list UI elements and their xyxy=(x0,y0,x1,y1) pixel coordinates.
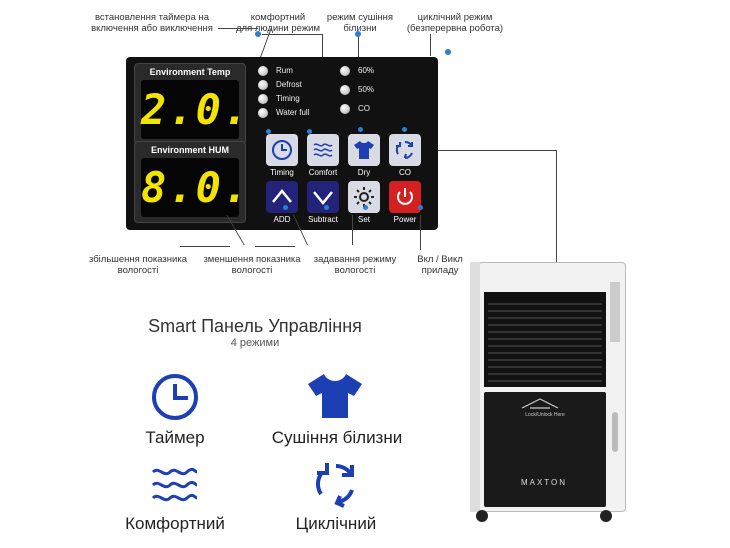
waves-mode-icon xyxy=(151,467,198,502)
add-button-label: ADD xyxy=(273,215,291,224)
headline: Smart Панель Управління xyxy=(148,316,362,336)
waves-icon xyxy=(313,143,333,157)
add-button[interactable] xyxy=(266,181,298,213)
led-defrost xyxy=(258,80,268,90)
clock-icon xyxy=(272,140,292,160)
dehumidifier-device: Lock/Unlock Here MAXTON xyxy=(470,262,630,524)
cycle-icon xyxy=(395,140,413,159)
led-label-defrost: Defrost xyxy=(276,80,302,89)
timer-mode-icon xyxy=(152,374,198,420)
set-button-label: Set xyxy=(357,215,370,224)
lock-arrow-icon xyxy=(521,398,559,409)
power-button-label: Power xyxy=(393,215,417,224)
annotation-subtract: зменшення показника вологості xyxy=(203,254,301,276)
led-label-water-full: Water full xyxy=(276,108,310,117)
up-arrow-icon xyxy=(272,189,292,203)
comfort-button-label: Comfort xyxy=(308,168,338,177)
annotation-power: Вкл / Викл приладу xyxy=(417,254,463,276)
hum-value: 8.0. xyxy=(141,158,248,217)
temp-label: Environment Temp xyxy=(149,67,231,77)
shirt-icon xyxy=(354,141,374,159)
comfort-button[interactable] xyxy=(307,134,339,166)
set-button[interactable] xyxy=(348,181,380,213)
led-co xyxy=(340,104,350,114)
annotation-dry: режим сушіння білизни xyxy=(326,12,394,34)
subheadline: 4 режими xyxy=(230,337,280,349)
down-arrow-icon xyxy=(313,191,333,205)
subtract-button[interactable] xyxy=(307,181,339,213)
led-water-full xyxy=(258,108,268,118)
gear-icon xyxy=(354,187,374,207)
led-label-60: 60% xyxy=(358,66,375,75)
control-panel: Environment Temp 2.0. Environment HUM 8.… xyxy=(126,57,438,230)
mode-cyclic-label: Циклічний xyxy=(295,514,377,533)
led-label-rum: Rum xyxy=(276,66,293,75)
brand-label: MAXTON xyxy=(520,478,568,487)
power-button[interactable] xyxy=(389,181,421,213)
annotation-cycle: циклічний режим (безперервна робота) xyxy=(406,12,504,34)
led-label-co: CO xyxy=(358,104,370,113)
led-timing xyxy=(258,94,268,104)
led-60 xyxy=(340,66,350,76)
annotation-timer: встановлення таймера на включення або ви… xyxy=(91,12,213,34)
led-rum xyxy=(258,66,268,76)
co-button[interactable] xyxy=(389,134,421,166)
dry-button-label: Dry xyxy=(357,168,371,177)
led-50 xyxy=(340,85,350,95)
annotation-set: задавання режиму вологості xyxy=(313,254,397,276)
mode-drying-label: Сушіння білизни xyxy=(271,428,403,447)
led-label-timing: Timing xyxy=(276,94,300,103)
lock-label: Lock/Unlock Here xyxy=(525,412,565,418)
temp-value: 2.0. xyxy=(141,80,248,139)
annotation-add: збільшення показника вологості xyxy=(88,254,187,276)
mode-comfort-label: Комфортний xyxy=(125,514,225,533)
hum-label: Environment HUM xyxy=(150,145,229,155)
subtract-button-label: Subtract xyxy=(308,215,338,224)
timing-button[interactable] xyxy=(266,134,298,166)
annotation-comfort: комфортний для людини режим xyxy=(236,12,321,34)
hum-display: Environment HUM 8.0. xyxy=(134,141,248,223)
timing-button-label: Timing xyxy=(270,168,294,177)
power-icon xyxy=(397,188,413,205)
shirt-mode-icon xyxy=(308,374,362,418)
led-label-50: 50% xyxy=(358,85,375,94)
cycle-mode-icon xyxy=(315,463,354,508)
temp-display: Environment Temp 2.0. xyxy=(134,63,248,145)
mode-timer-label: Таймер xyxy=(145,428,205,447)
dry-button[interactable] xyxy=(348,134,380,166)
co-button-label: CO xyxy=(399,168,411,177)
